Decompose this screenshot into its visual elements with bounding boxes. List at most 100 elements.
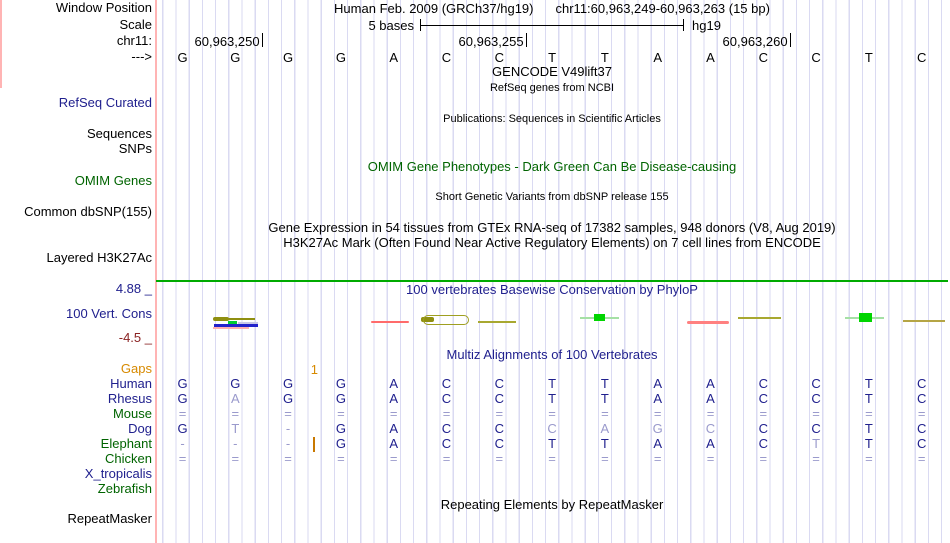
base-letter: C [758,50,768,65]
alignment-cell-rhesus: C [916,391,927,406]
alignment-cell-rhesus: C [441,391,452,406]
track-label-omim-genes[interactable]: OMIM Genes [74,173,152,188]
track-label-snps[interactable]: SNPs [118,141,152,156]
conservation-mark [859,313,872,322]
alignment-cell-mouse: = [706,406,715,421]
alignment-cell-chicken: = [337,451,345,466]
track-label-hundred-vert-cons[interactable]: 100 Vert. Cons [66,306,152,321]
alignment-cell-human: T [548,376,557,391]
conservation-mark [738,317,781,319]
alignment-cell-mouse: = [389,406,398,421]
alignment-cell-mouse: = [495,406,504,421]
track-label-common-dbsnp-155[interactable]: Common dbSNP(155) [24,204,152,219]
track-label-mouse[interactable]: Mouse [112,406,152,421]
track-label-phylop-min: -4.5 _ [118,330,152,345]
ruler-tick-label: 60,963,260 [722,34,788,49]
dbsnp-track-title[interactable]: Short Genetic Variants from dbSNP releas… [435,191,669,203]
omim-track-title[interactable]: OMIM Gene Phenotypes - Dark Green Can Be… [367,159,737,174]
alignment-cell-dog: A [600,421,610,436]
track-label-phylop-max: 4.88 _ [115,281,152,296]
track-label-chrom: chr11: [116,33,152,48]
track-label-window-position: Window Position [55,0,152,15]
alignment-cell-chicken: = [601,451,609,466]
gaps-insert-count: 1 [310,362,318,377]
base-letter: T [864,50,873,65]
track-label-layered-h3k27ac[interactable]: Layered H3K27Ac [46,250,152,265]
gencode-track-title[interactable]: GENCODE V49lift37 [492,64,612,79]
alignment-cell-human: T [864,376,873,391]
ruler-tick-mark [261,33,263,47]
track-label-gaps[interactable]: Gaps [120,361,152,376]
alignment-cell-mouse: = [653,406,662,421]
conservation-top-line [156,280,948,282]
alignment-cell-human: T [600,376,609,391]
alignment-cell-elephant: C [916,436,927,451]
track-label-dog[interactable]: Dog [128,421,152,436]
alignment-cell-elephant: - [285,436,291,451]
alignment-cell-human: C [494,376,504,391]
alignment-cell-mouse: = [865,406,873,421]
alignment-cell-elephant: T [812,436,821,451]
track-label-x-tropicalis[interactable]: X_tropicalis [84,466,152,481]
alignment-cell-dog: C [494,421,504,436]
alignment-cell-rhesus: C [758,391,768,406]
alignment-cell-dog: C [811,421,821,436]
phylop-track-title[interactable]: 100 vertebrates Basewise Conservation by… [406,282,698,297]
alignment-cell-rhesus: C [811,391,821,406]
ruler-tick-label: 60,963,255 [458,34,524,49]
conservation-mark [213,327,249,329]
alignment-cell-dog: C [547,421,557,436]
base-letter: G [283,50,294,65]
alignment-cell-dog: A [389,421,399,436]
repeatmasker-track-title[interactable]: Repeating Elements by RepeatMasker [440,497,664,512]
alignment-cell-chicken: = [653,451,662,466]
alignment-cell-chicken: = [865,451,873,466]
alignment-cell-human: C [758,376,768,391]
alignment-cell-human: C [441,376,452,391]
alignment-cell-elephant: C [494,436,504,451]
track-label-elephant[interactable]: Elephant [100,436,152,451]
track-label-chicken[interactable]: Chicken [105,451,152,466]
alignment-cell-dog: T [864,421,873,436]
window-position-header: Human Feb. 2009 (GRCh37/hg19)chr11:60,96… [156,1,948,16]
publications-track-title[interactable]: Publications: Sequences in Scientific Ar… [443,113,661,125]
alignment-cell-dog: C [705,421,716,436]
ruler-tick-label: 60,963,250 [194,34,260,49]
base-letter: G [177,50,188,65]
base-letter: T [600,50,609,65]
base-letter: A [706,50,715,65]
base-letter: C [441,50,452,65]
base-letter: G [230,50,241,65]
alignment-cell-human: A [706,376,715,391]
alignment-cell-rhesus: T [600,391,609,406]
alignment-cell-mouse: = [442,406,451,421]
track-label-zebrafish[interactable]: Zebrafish [97,481,152,496]
ruler-tick-mark [525,33,527,47]
alignment-cell-human: C [916,376,927,391]
track-label-sequences[interactable]: Sequences [86,126,152,141]
alignment-cell-elephant: C [758,436,768,451]
alignment-cell-rhesus: T [548,391,557,406]
scale-ruler-left-tick [420,19,421,31]
alignment-cell-rhesus: A [706,391,715,406]
h3k27ac-track-title[interactable]: H3K27Ac Mark (Often Found Near Active Re… [283,235,821,250]
alignment-cell-elephant: C [441,436,452,451]
conservation-mark [214,324,258,327]
track-label-human[interactable]: Human [110,376,152,391]
alignment-cell-human: A [653,376,663,391]
alignment-cell-human: G [335,376,346,391]
insert-marker-elephant [313,437,316,452]
base-letter: T [548,50,557,65]
multiz-track-title[interactable]: Multiz Alignments of 100 Vertebrates [446,347,658,362]
alignment-cell-mouse: = [231,406,240,421]
refseq-track-title[interactable]: RefSeq genes from NCBI [489,82,615,94]
track-label-repeatmasker[interactable]: RepeatMasker [67,511,152,526]
alignment-cell-elephant: A [653,436,663,451]
alignment-cell-rhesus: G [335,391,346,406]
conservation-mark [687,321,729,324]
gtex-track-title[interactable]: Gene Expression in 54 tissues from GTEx … [268,220,836,235]
track-label-rhesus[interactable]: Rhesus [107,391,152,406]
track-label-refseq-curated[interactable]: RefSeq Curated [58,95,152,110]
base-letter: C [811,50,821,65]
alignment-cell-dog: G [335,421,346,436]
